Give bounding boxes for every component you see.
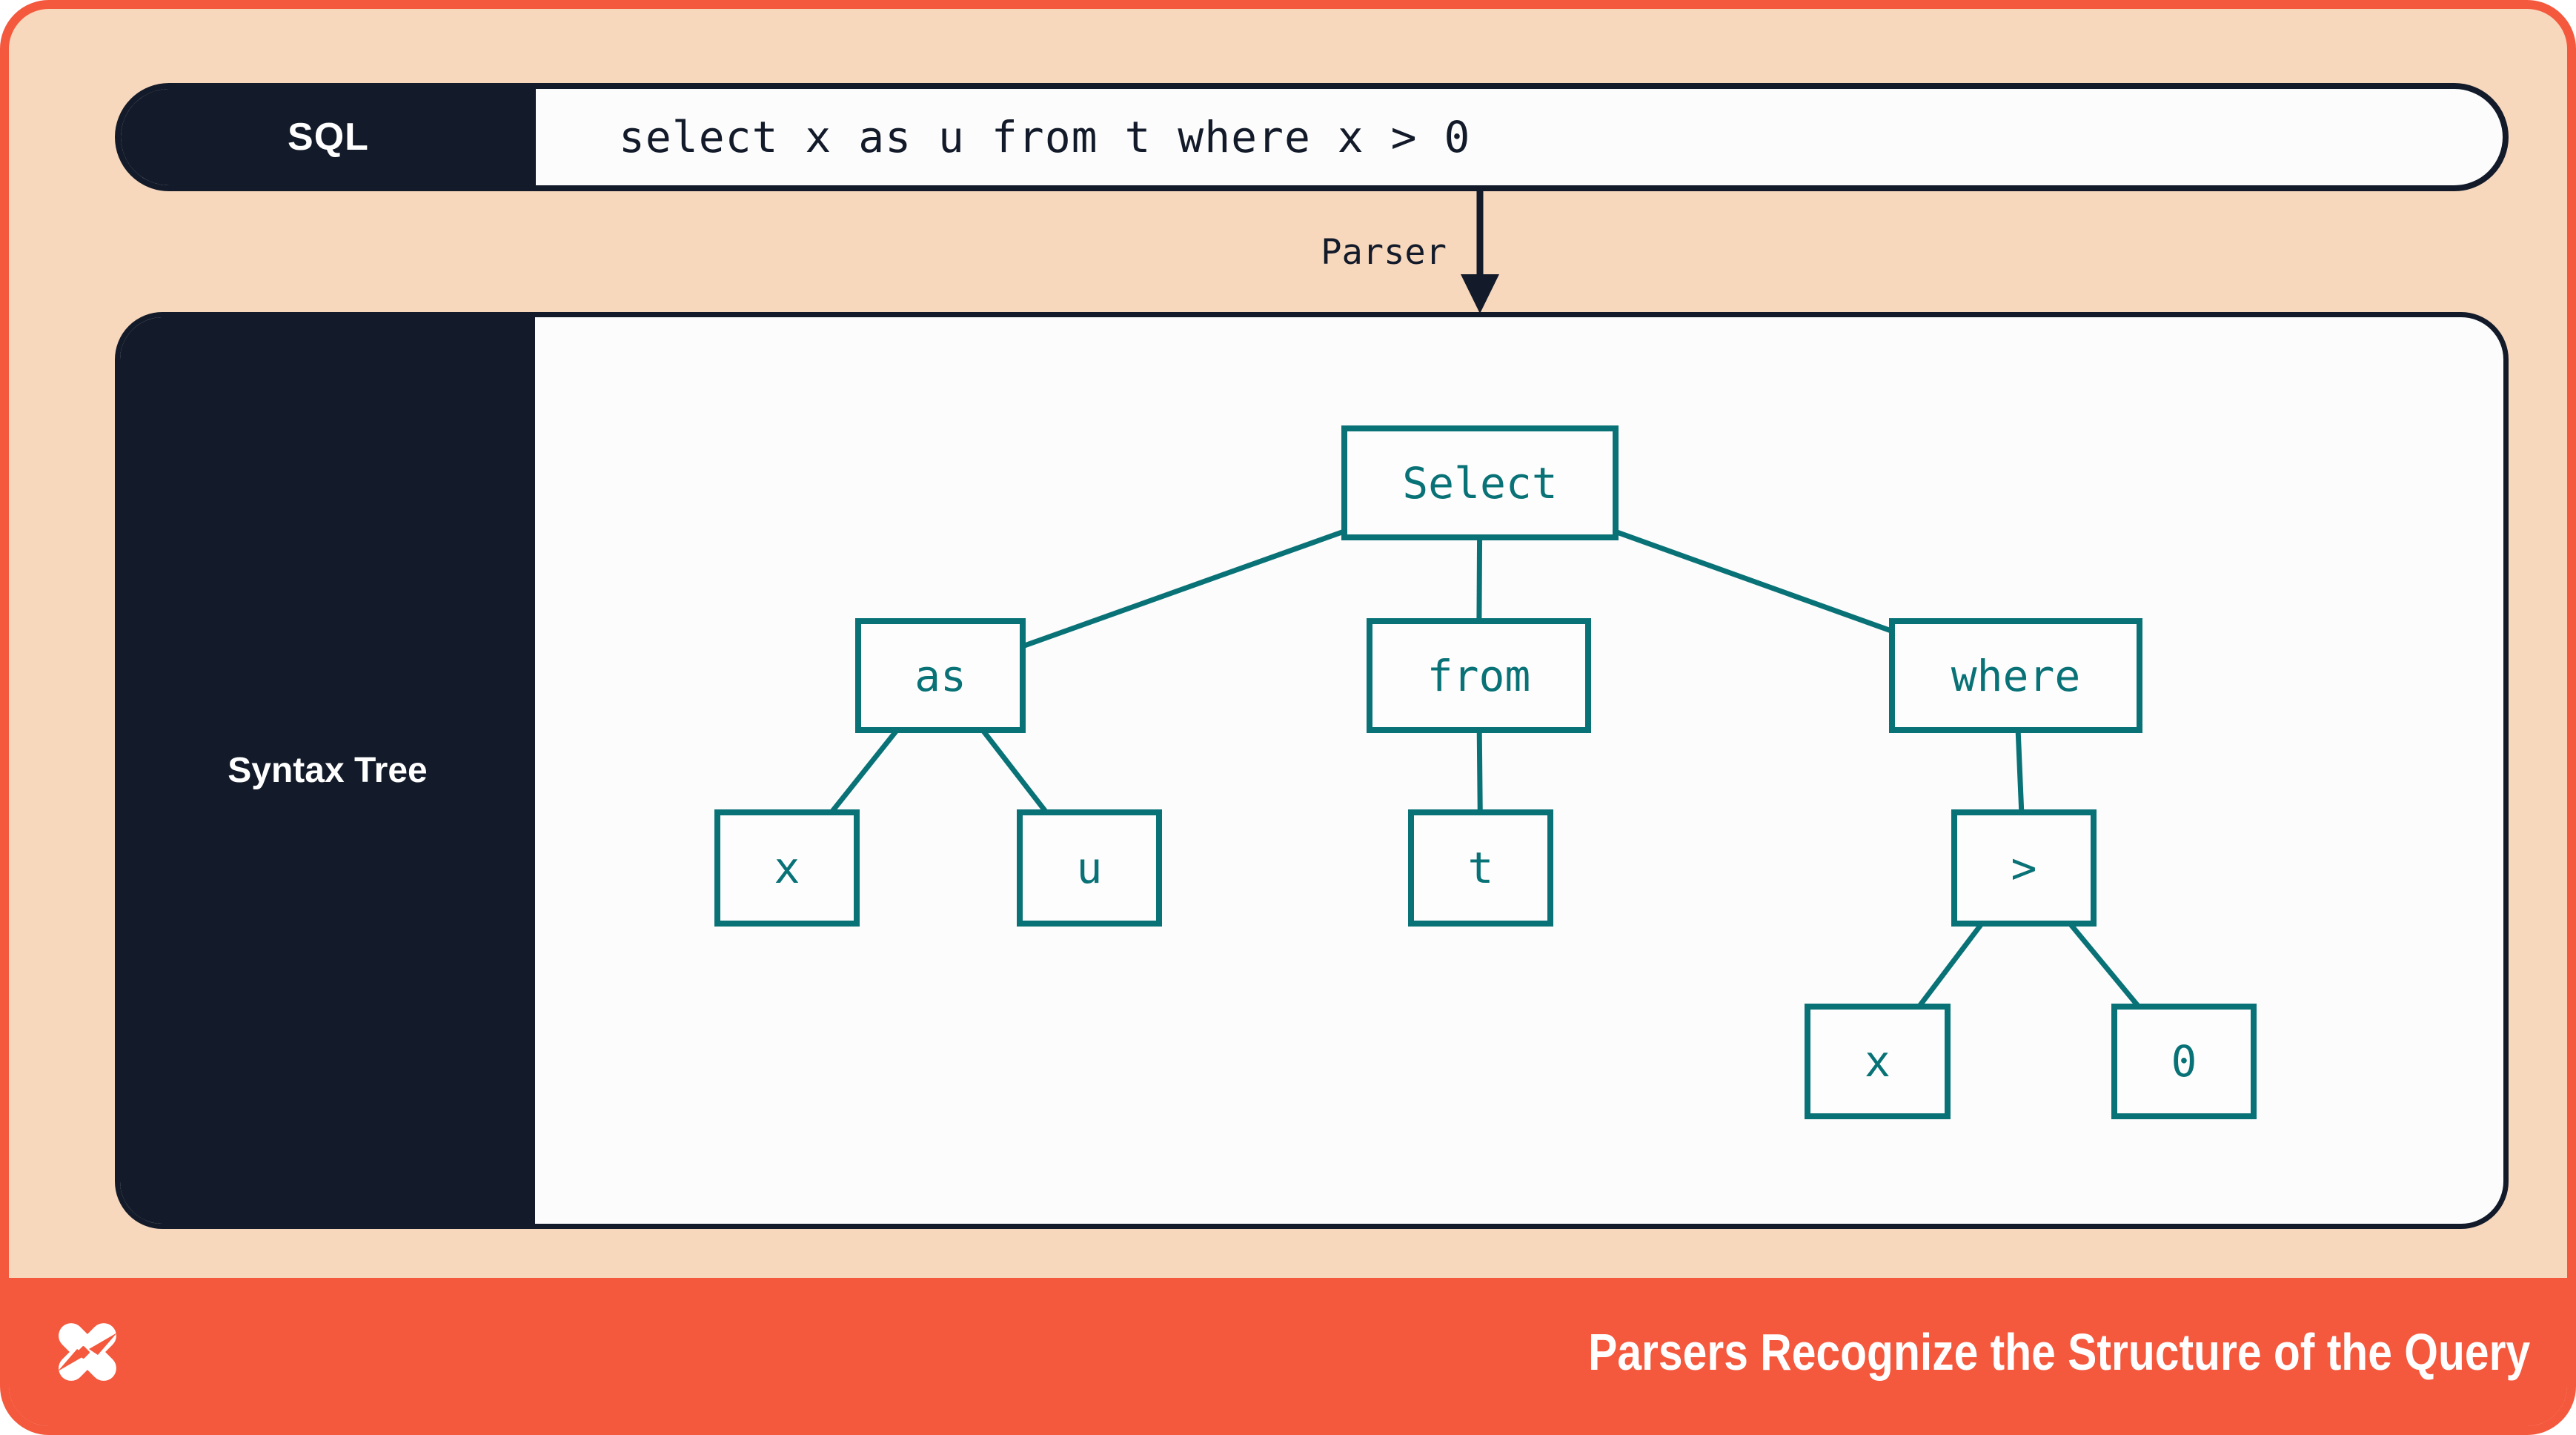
sql-query-text: select x as u from t where x > 0 (619, 112, 1471, 162)
tree-node-t: t (1408, 809, 1553, 927)
tree-node-label: u (1076, 843, 1103, 893)
tree-node-where: where (1889, 618, 2142, 733)
tree-node-from: from (1367, 618, 1591, 733)
footer-title-wrap: Parsers Recognize the Structure of the Q… (1588, 1322, 2530, 1382)
tree-node-label: as (914, 650, 966, 701)
tree-node-label: x (1865, 1036, 1890, 1087)
tree-node-label: t (1467, 843, 1494, 893)
tree-node-x-alias-source: x (714, 809, 860, 927)
sql-bar: SQL select x as u from t where x > 0 (115, 83, 2509, 191)
syntax-tree-panel: Syntax Tree Select as from where x (115, 312, 2509, 1229)
parser-label: Parser (1321, 232, 1447, 273)
tree-node-zero: 0 (2111, 1004, 2257, 1119)
footer-bar: Parsers Recognize the Structure of the Q… (9, 1278, 2567, 1426)
tree-node-label: x (774, 843, 800, 893)
dlt-logo (58, 1323, 117, 1381)
tree-node-label: > (2011, 843, 2037, 893)
tree-node-label: 0 (2171, 1036, 2197, 1087)
tree-node-x-predicate: x (1805, 1004, 1951, 1119)
tree-node-select: Select (1341, 425, 1619, 540)
sql-bar-label: SQL (121, 89, 536, 185)
tree-node-as: as (855, 618, 1026, 733)
tree-node-label: Select (1402, 457, 1558, 508)
tree-node-label: from (1427, 650, 1531, 701)
syntax-tree-panel-label: Syntax Tree (120, 317, 535, 1224)
tree-node-greater-than: > (1951, 809, 2097, 927)
tree-node-label: where (1951, 650, 2081, 701)
parser-down-arrow-icon (1461, 191, 1499, 314)
syntax-tree-diagram: Select as from where x u t (535, 317, 2503, 1224)
footer-title: Parsers Recognize the Structure of the Q… (1587, 1323, 2530, 1381)
tree-node-u: u (1017, 809, 1162, 927)
